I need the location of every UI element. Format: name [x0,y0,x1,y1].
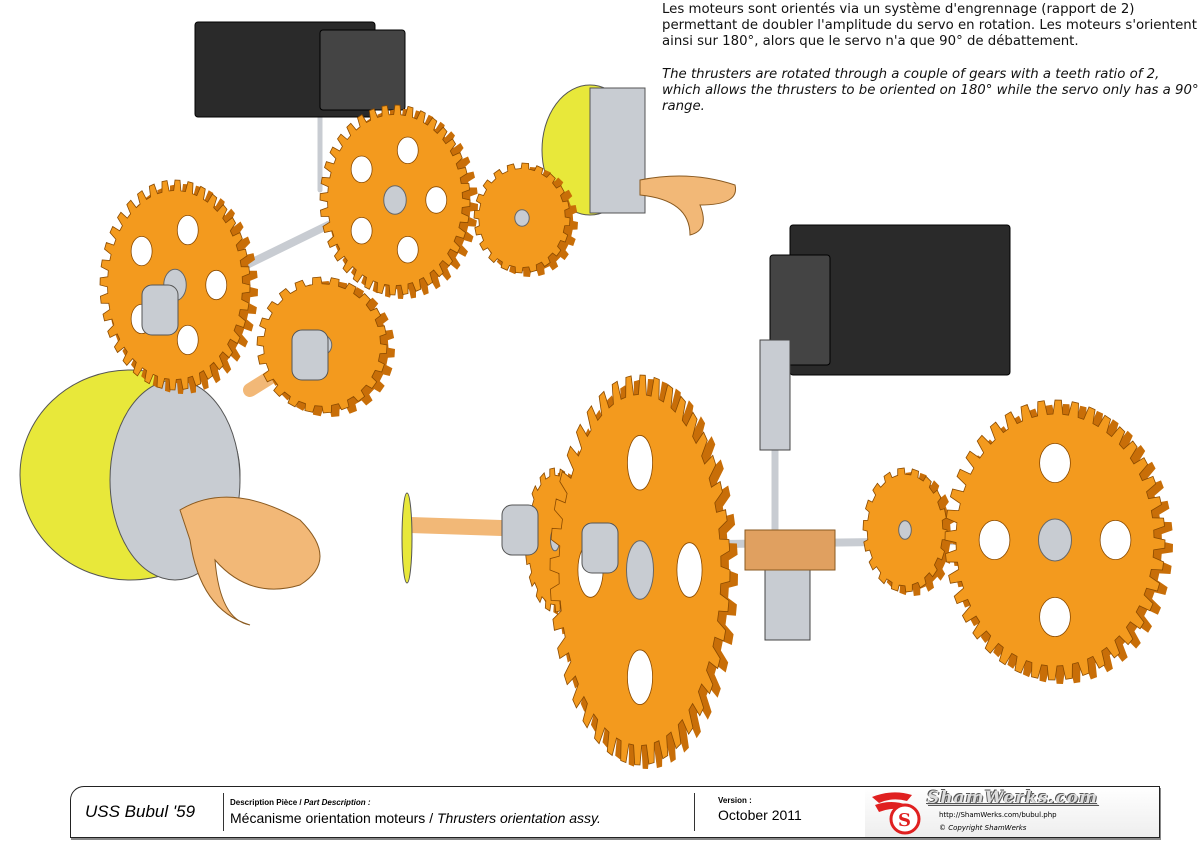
gear-hole [978,520,1011,561]
gear-hub [514,209,530,227]
gear-hole [205,269,228,301]
gear-hole [176,324,199,356]
gear [99,179,258,394]
version-value: October 2011 [718,807,802,823]
description-label: Description Pièce / Part Description : [230,798,371,807]
gear-hole [396,136,419,165]
description-en: Thrusters orientation assy. [436,810,601,826]
note-french: Les moteurs sont orientés via un système… [662,2,1197,49]
parts [19,21,1173,769]
brand-url[interactable]: http://ShamWerks.com/bubul.php [939,811,1057,819]
brand-section: S ShamWerks.com http://ShamWerks.com/bub… [865,787,1159,837]
description-label-fr: Description Pièce / [230,798,304,807]
gear [473,162,578,277]
project-name: USS Bubul '59 [85,802,196,821]
version-section: Version : October 2011 [718,787,858,837]
gear [549,374,738,769]
propeller-top [639,175,737,236]
winged-s-logo-icon: S [872,792,921,835]
gear-hole [676,542,703,598]
description-section: Description Pièce / Part Description : M… [230,787,690,837]
shaft-collar [291,329,329,381]
description-value: Mécanisme orientation moteurs / Thruster… [230,810,601,826]
divider [223,793,224,831]
propeller-left [179,496,321,626]
servo-right-front [769,254,831,366]
gear-hole [350,155,373,183]
gear-hole [130,235,153,267]
gear-hole [176,214,199,246]
copyright: © Copyright ShamWerks [939,824,1027,832]
shaft-collar [581,522,619,574]
shaft-collar [141,284,179,336]
svg-text:S: S [898,810,911,831]
gear [319,104,478,299]
gear [944,399,1173,684]
title-block: USS Bubul '59 Description Pièce / Part D… [70,786,1160,838]
gear-hub [383,185,407,215]
bracket [744,529,836,571]
gear-hole [350,217,373,245]
gear-hole [1039,442,1071,483]
gear-hole [396,235,419,264]
gear-hole [1099,520,1132,561]
brand-name: ShamWerks.com [927,788,1099,808]
note-english: The thrusters are rotated through a coup… [662,67,1199,114]
gear-hub [626,540,654,600]
description-label-en: Part Description : [303,798,371,807]
gear-hub [898,520,912,540]
gear [862,467,955,596]
gear-hub [1038,518,1072,562]
divider [694,793,695,831]
gear-hole [1039,597,1071,638]
servo-top-side [319,29,406,111]
motor-top-cap [589,87,646,214]
gear-hole [627,435,654,491]
description-fr: Mécanisme orientation moteurs / [230,810,437,826]
version-label: Version : [718,796,752,805]
motor-edge [401,492,413,584]
shaft-collar [501,504,539,556]
gear-hole [425,186,448,214]
servo-linkage [759,339,791,451]
thruster-assembly-illustration [19,21,1173,769]
gear-hole [627,649,654,705]
